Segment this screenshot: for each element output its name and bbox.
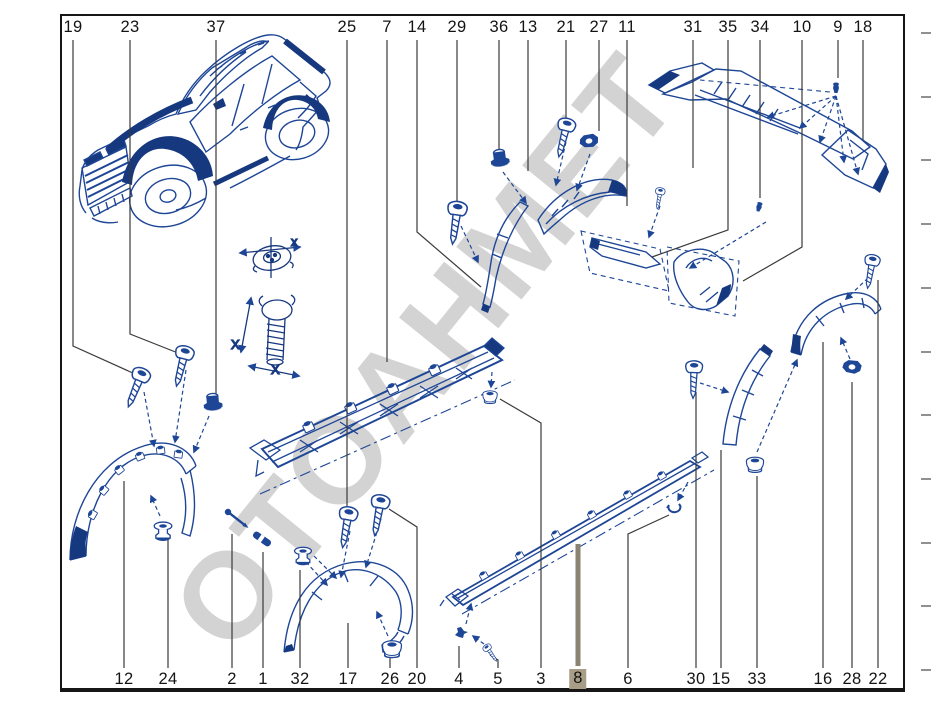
grommet-detail-drawing: x xyxy=(238,233,302,278)
pushpin-32 xyxy=(293,546,313,566)
upper-sill-part xyxy=(248,337,505,478)
callout-2[interactable]: 2 xyxy=(227,670,237,688)
sleeve-1 xyxy=(252,531,272,547)
callout-6[interactable]: 6 xyxy=(623,670,633,688)
quarter-trim-part xyxy=(722,344,773,446)
ruler-ticks xyxy=(921,32,931,671)
screw-5 xyxy=(481,642,501,665)
lower-strip-part xyxy=(439,451,710,607)
callout-36[interactable]: 36 xyxy=(489,18,509,36)
callout-1[interactable]: 1 xyxy=(258,670,268,688)
callout-11[interactable]: 11 xyxy=(618,18,636,36)
callout-37[interactable]: 37 xyxy=(206,18,226,36)
callout-31[interactable]: 31 xyxy=(683,18,703,36)
callout-16[interactable]: 16 xyxy=(813,670,833,688)
front-arch-inner-part xyxy=(69,442,197,561)
bumper-corner-part xyxy=(666,246,740,317)
centerlines xyxy=(259,79,831,615)
callout-32[interactable]: 32 xyxy=(290,670,310,688)
pin-34 xyxy=(755,201,763,213)
callout-24[interactable]: 24 xyxy=(158,670,178,688)
callout-9[interactable]: 9 xyxy=(833,18,843,36)
callout-12[interactable]: 12 xyxy=(114,670,134,688)
corner-trim-part xyxy=(537,178,628,236)
callout-4[interactable]: 4 xyxy=(454,670,464,688)
callout-28[interactable]: 28 xyxy=(842,670,862,688)
bolt-2 xyxy=(224,508,249,529)
diagram-frame xyxy=(60,14,905,692)
clip-4 xyxy=(455,627,468,638)
nut-27 xyxy=(578,133,600,149)
callout-35[interactable]: 35 xyxy=(718,18,738,36)
callout-13[interactable]: 13 xyxy=(518,18,538,36)
callout-10[interactable]: 10 xyxy=(792,18,812,36)
fasteners xyxy=(119,82,882,665)
callout-7[interactable]: 7 xyxy=(382,18,392,36)
bumper-piece-part xyxy=(580,230,670,292)
callout-29[interactable]: 29 xyxy=(447,18,467,36)
dimension-label-x-bottom: X xyxy=(271,362,280,377)
callout-27[interactable]: 27 xyxy=(589,18,609,36)
callout-19[interactable]: 19 xyxy=(63,18,83,36)
callout-18[interactable]: 18 xyxy=(853,18,873,36)
callout-26[interactable]: 26 xyxy=(380,670,400,688)
callout-5[interactable]: 5 xyxy=(493,670,503,688)
screw-20 xyxy=(364,492,392,538)
screw-29 xyxy=(442,199,469,247)
clip-36 xyxy=(489,147,511,169)
leader-lines xyxy=(72,40,879,668)
rear-arch-part xyxy=(790,291,882,356)
grommet-33 xyxy=(745,456,765,474)
clip-37 xyxy=(202,392,224,413)
spoiler-part xyxy=(647,62,889,193)
grommet-3 xyxy=(482,390,498,405)
grommet-26 xyxy=(381,640,403,659)
callout-8-highlighted[interactable]: 8 xyxy=(569,669,587,689)
clip-6 xyxy=(666,503,682,514)
callout-3[interactable]: 3 xyxy=(536,670,546,688)
dimension-label-x-left: X xyxy=(231,337,240,352)
bolt-detail-drawing: X X xyxy=(230,294,301,379)
callout-34[interactable]: 34 xyxy=(750,18,770,36)
screw-30 xyxy=(683,359,704,400)
callout-21[interactable]: 21 xyxy=(556,18,576,36)
callout-17[interactable]: 17 xyxy=(338,670,358,688)
callout-30[interactable]: 30 xyxy=(686,670,706,688)
callout-25[interactable]: 25 xyxy=(337,18,357,36)
callout-20[interactable]: 20 xyxy=(407,670,427,688)
screw-19 xyxy=(119,364,154,411)
screw-25 xyxy=(332,504,360,550)
callout-14[interactable]: 14 xyxy=(407,18,427,36)
callout-22[interactable]: 22 xyxy=(868,670,888,688)
vehicle-illustration xyxy=(78,34,331,228)
dimension-label-x: x xyxy=(291,234,298,249)
pin-9 xyxy=(833,82,839,93)
screw-11 xyxy=(652,186,667,211)
callout-33[interactable]: 33 xyxy=(747,670,767,688)
nut-28 xyxy=(842,359,862,375)
pushpin-24 xyxy=(153,521,173,542)
callout-23[interactable]: 23 xyxy=(120,18,140,36)
assembly-arrows xyxy=(143,95,869,645)
door-trim-part xyxy=(481,201,530,313)
callout-15[interactable]: 15 xyxy=(711,670,731,688)
